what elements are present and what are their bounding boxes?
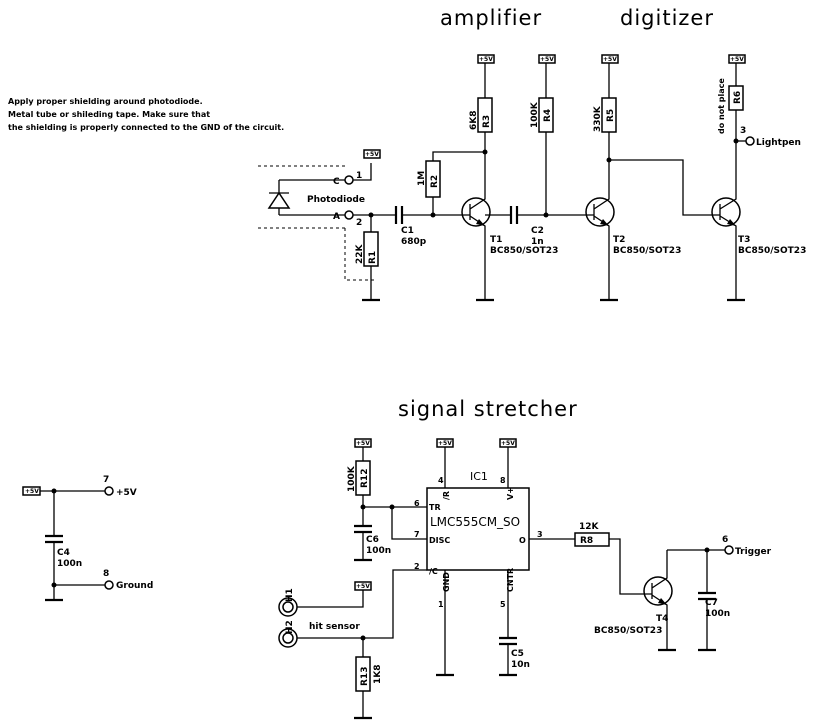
- ic-num-cntr: 5: [500, 600, 506, 609]
- trigger-num: 6: [722, 535, 728, 545]
- ic-name: IC1: [470, 470, 488, 483]
- trigger-label: Trigger: [735, 547, 772, 557]
- ic-r-supply: +5V: [438, 440, 452, 447]
- power-supply-flag: +5V: [25, 488, 39, 495]
- ic-num-disc: 7: [414, 530, 420, 539]
- h1-label: H1: [285, 588, 295, 602]
- vcc-label: +5V: [116, 488, 137, 498]
- r12-supply: +5V: [356, 440, 370, 447]
- ic-pin-disc: DISC: [429, 536, 450, 545]
- ic-pin-tr: TR: [429, 503, 441, 512]
- c6-name: C6: [366, 535, 379, 545]
- digitizer-title: digitizer: [620, 6, 714, 30]
- lightpen-num: 3: [740, 126, 746, 136]
- ground-num: 8: [103, 569, 109, 579]
- c2-name: C2: [531, 226, 544, 236]
- r8-value: 12K: [579, 522, 600, 532]
- note-line-1: Apply proper shielding around photodiode…: [8, 97, 203, 106]
- r5-supply: +5V: [603, 56, 617, 63]
- t2-name: T2: [613, 235, 625, 245]
- c6-value: 100n: [366, 546, 391, 556]
- ic-num-o: 3: [537, 530, 543, 539]
- ic-pin-o: O: [519, 536, 526, 545]
- note-line-3: the shielding is properly connected to t…: [8, 123, 284, 132]
- r5-name: R5: [606, 109, 616, 122]
- r2-value: 1M: [417, 171, 427, 186]
- vcc-num: 7: [103, 475, 109, 485]
- t2-type: BC850/SOT23: [613, 246, 681, 256]
- ic-pin-v: V+: [506, 487, 515, 500]
- photodiode-num-a: 2: [356, 218, 362, 228]
- power-section: +5V 7 +5V C4 100n 8 Ground: [22, 475, 153, 602]
- r13-value: 1K8: [373, 665, 383, 685]
- t4-name: T4: [656, 614, 668, 624]
- r6-supply: +5V: [730, 56, 744, 63]
- lightpen-label: Lightpen: [756, 138, 801, 148]
- amplifier-title: amplifier: [440, 6, 542, 30]
- shielding-note: Apply proper shielding around photodiode…: [8, 97, 284, 132]
- t4-type: BC850/SOT23: [594, 626, 662, 636]
- r6-value: do not place: [717, 78, 726, 134]
- photodiode-pin-c: C: [333, 177, 340, 187]
- signal-stretcher: IC1 LMC555CM_SO TR DISC /C O /R V+ GND C…: [278, 438, 772, 720]
- t3-name: T3: [738, 235, 750, 245]
- r13-name: R13: [360, 667, 370, 686]
- stretcher-title: signal stretcher: [398, 397, 578, 421]
- t1-name: T1: [490, 235, 502, 245]
- c7-value: 100n: [705, 609, 730, 619]
- c5-value: 10n: [511, 660, 530, 670]
- r12-name: R12: [360, 469, 370, 488]
- ic-part: LMC555CM_SO: [430, 515, 520, 529]
- t3-type: BC850/SOT23: [738, 246, 806, 256]
- r4-supply: +5V: [540, 56, 554, 63]
- digitizer-stage: +5V R5 330K T2 BC850/SOT23 +5V R6 do not…: [585, 54, 806, 302]
- note-line-2: Metal tube or shileding tape. Make sure …: [8, 110, 210, 119]
- ic-v-supply: +5V: [501, 440, 515, 447]
- ground-label: Ground: [116, 581, 153, 591]
- r12-value: 100K: [347, 465, 357, 492]
- ic-pin-gnd: GND: [442, 572, 451, 592]
- ic-pin-c: /C: [429, 567, 438, 576]
- c1-value: 680p: [401, 237, 427, 247]
- photodiode-pin-a: A: [333, 212, 340, 222]
- hit-sensor-label: hit sensor: [309, 622, 360, 632]
- r1-name: R1: [368, 251, 378, 264]
- c1-name: C1: [401, 226, 414, 236]
- ic-num-tr: 6: [414, 499, 420, 508]
- r3-name: R3: [482, 115, 492, 128]
- r3-supply: +5V: [479, 56, 493, 63]
- r4-name: R4: [543, 109, 553, 122]
- supply-label: +5V: [365, 151, 379, 158]
- ic-pin-r: /R: [442, 491, 451, 500]
- r3-value: 6K8: [469, 111, 479, 131]
- c2-value: 1n: [531, 237, 544, 247]
- c4-name: C4: [57, 548, 70, 558]
- r8-name: R8: [580, 536, 593, 546]
- ic-num-v: 8: [500, 476, 506, 485]
- photodiode-shield: C A 1 2 Photodiode +5V: [258, 149, 381, 281]
- ic-pin-cntr: CNTR: [506, 568, 515, 592]
- photodiode-num-c: 1: [356, 171, 362, 181]
- ic-num-gnd: 1: [438, 600, 444, 609]
- hit-supply: +5V: [356, 583, 370, 590]
- r6-name: R6: [733, 91, 743, 104]
- r5-value: 330K: [593, 105, 603, 132]
- photodiode-label: Photodiode: [307, 195, 365, 205]
- c4-value: 100n: [57, 559, 82, 569]
- h2-label: H2: [285, 620, 295, 634]
- ic-num-c: 2: [414, 562, 420, 571]
- t1-type: BC850/SOT23: [490, 246, 558, 256]
- r1-value: 22K: [355, 243, 365, 264]
- ic-num-r: 4: [438, 476, 444, 485]
- c5-name: C5: [511, 649, 524, 659]
- c7-name: C7: [705, 598, 718, 608]
- amplifier-stage: R1 22K C1 680p R2 1M +5V R3 6K8 T1 BC850…: [353, 54, 585, 302]
- r2-name: R2: [430, 175, 440, 188]
- r4-value: 100K: [530, 101, 540, 128]
